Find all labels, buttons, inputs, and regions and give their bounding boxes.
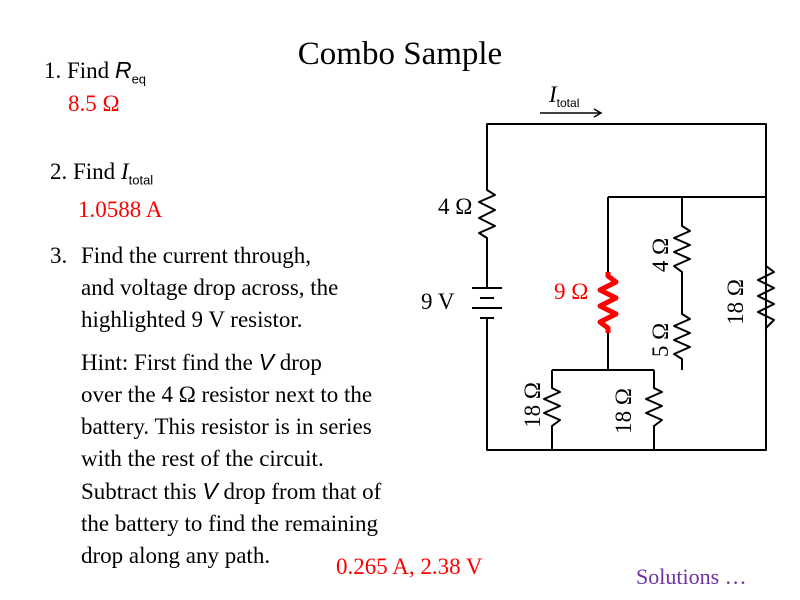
question-1: 1. Find Req xyxy=(44,57,146,87)
hint-line-6: the battery to find the remaining xyxy=(81,511,378,536)
hint-line-4: with the rest of the circuit. xyxy=(81,446,324,471)
question-1-prefix: 1. Find xyxy=(44,58,115,83)
hint-line-7: drop along any path. xyxy=(81,543,271,568)
label-18ohm-par-right: 18 Ω xyxy=(611,388,636,434)
hint-line-5-b: drop from that of xyxy=(217,479,382,504)
resistor-18ohm-par-right xyxy=(645,385,663,430)
label-4ohm-series: 4 Ω xyxy=(438,194,472,219)
question-3-line-2: and voltage drop across, the xyxy=(81,275,339,300)
question-3-line-1: Find the current through, xyxy=(81,243,311,268)
hint-line-5-var: V xyxy=(202,478,218,504)
resistor-4ohm-mid xyxy=(673,222,691,278)
label-9ohm: 9 Ω xyxy=(554,279,588,304)
question-3-text: Find the current through, and voltage dr… xyxy=(81,240,411,336)
label-18ohm-right: 18 Ω xyxy=(723,279,748,325)
hint-text: Hint: First find the V drop over the 4 Ω… xyxy=(81,346,461,572)
resistor-18ohm-par-left xyxy=(543,385,561,430)
resistor-9ohm-highlight xyxy=(597,272,619,333)
hint-line-1-b: drop xyxy=(273,350,322,375)
answer-3: 0.265 A, 2.38 V xyxy=(336,554,483,579)
hint-line-2: over the 4 Ω resistor next to the xyxy=(81,382,373,407)
label-itotal: Itotal xyxy=(548,82,579,110)
answer-2: 1.0588 A xyxy=(78,197,163,222)
hint-line-3: battery. This resistor is in series xyxy=(81,414,372,439)
wire-top xyxy=(486,123,767,451)
question-2: 2. Find Itotal xyxy=(50,159,153,188)
resistor-18ohm-right xyxy=(757,262,775,334)
question-3-line-3: highlighted 9 V resistor. xyxy=(81,307,303,332)
label-5ohm-mid: 5 Ω xyxy=(648,323,673,357)
question-1-variable: R xyxy=(114,57,132,83)
page-title: Combo Sample xyxy=(297,36,503,72)
current-arrow xyxy=(540,108,603,118)
hint-line-1: Hint: First find the V drop xyxy=(81,346,461,379)
resistor-4ohm-series xyxy=(478,186,496,242)
label-4ohm-mid: 4 Ω xyxy=(648,238,673,272)
battery-9v xyxy=(472,287,502,333)
label-18ohm-par-left: 18 Ω xyxy=(520,382,545,428)
solutions-link[interactable]: Solutions … xyxy=(636,564,747,589)
question-3-number: 3. xyxy=(50,243,68,268)
hint-line-5-a: Subtract this xyxy=(81,479,203,504)
question-1-subscript: eq xyxy=(131,71,147,87)
question-2-subscript: total xyxy=(128,172,154,188)
hint-line-1-var: V xyxy=(258,349,274,375)
question-2-variable: I xyxy=(120,159,129,184)
resistor-5ohm-mid xyxy=(673,310,691,363)
question-2-prefix: 2. Find xyxy=(50,159,121,184)
hint-line-1-a: Hint: First find the xyxy=(81,350,259,375)
answer-1: 8.5 Ω xyxy=(68,91,120,116)
label-battery: 9 V xyxy=(421,289,455,314)
hint-line-5: Subtract this V drop from that of xyxy=(81,475,461,508)
